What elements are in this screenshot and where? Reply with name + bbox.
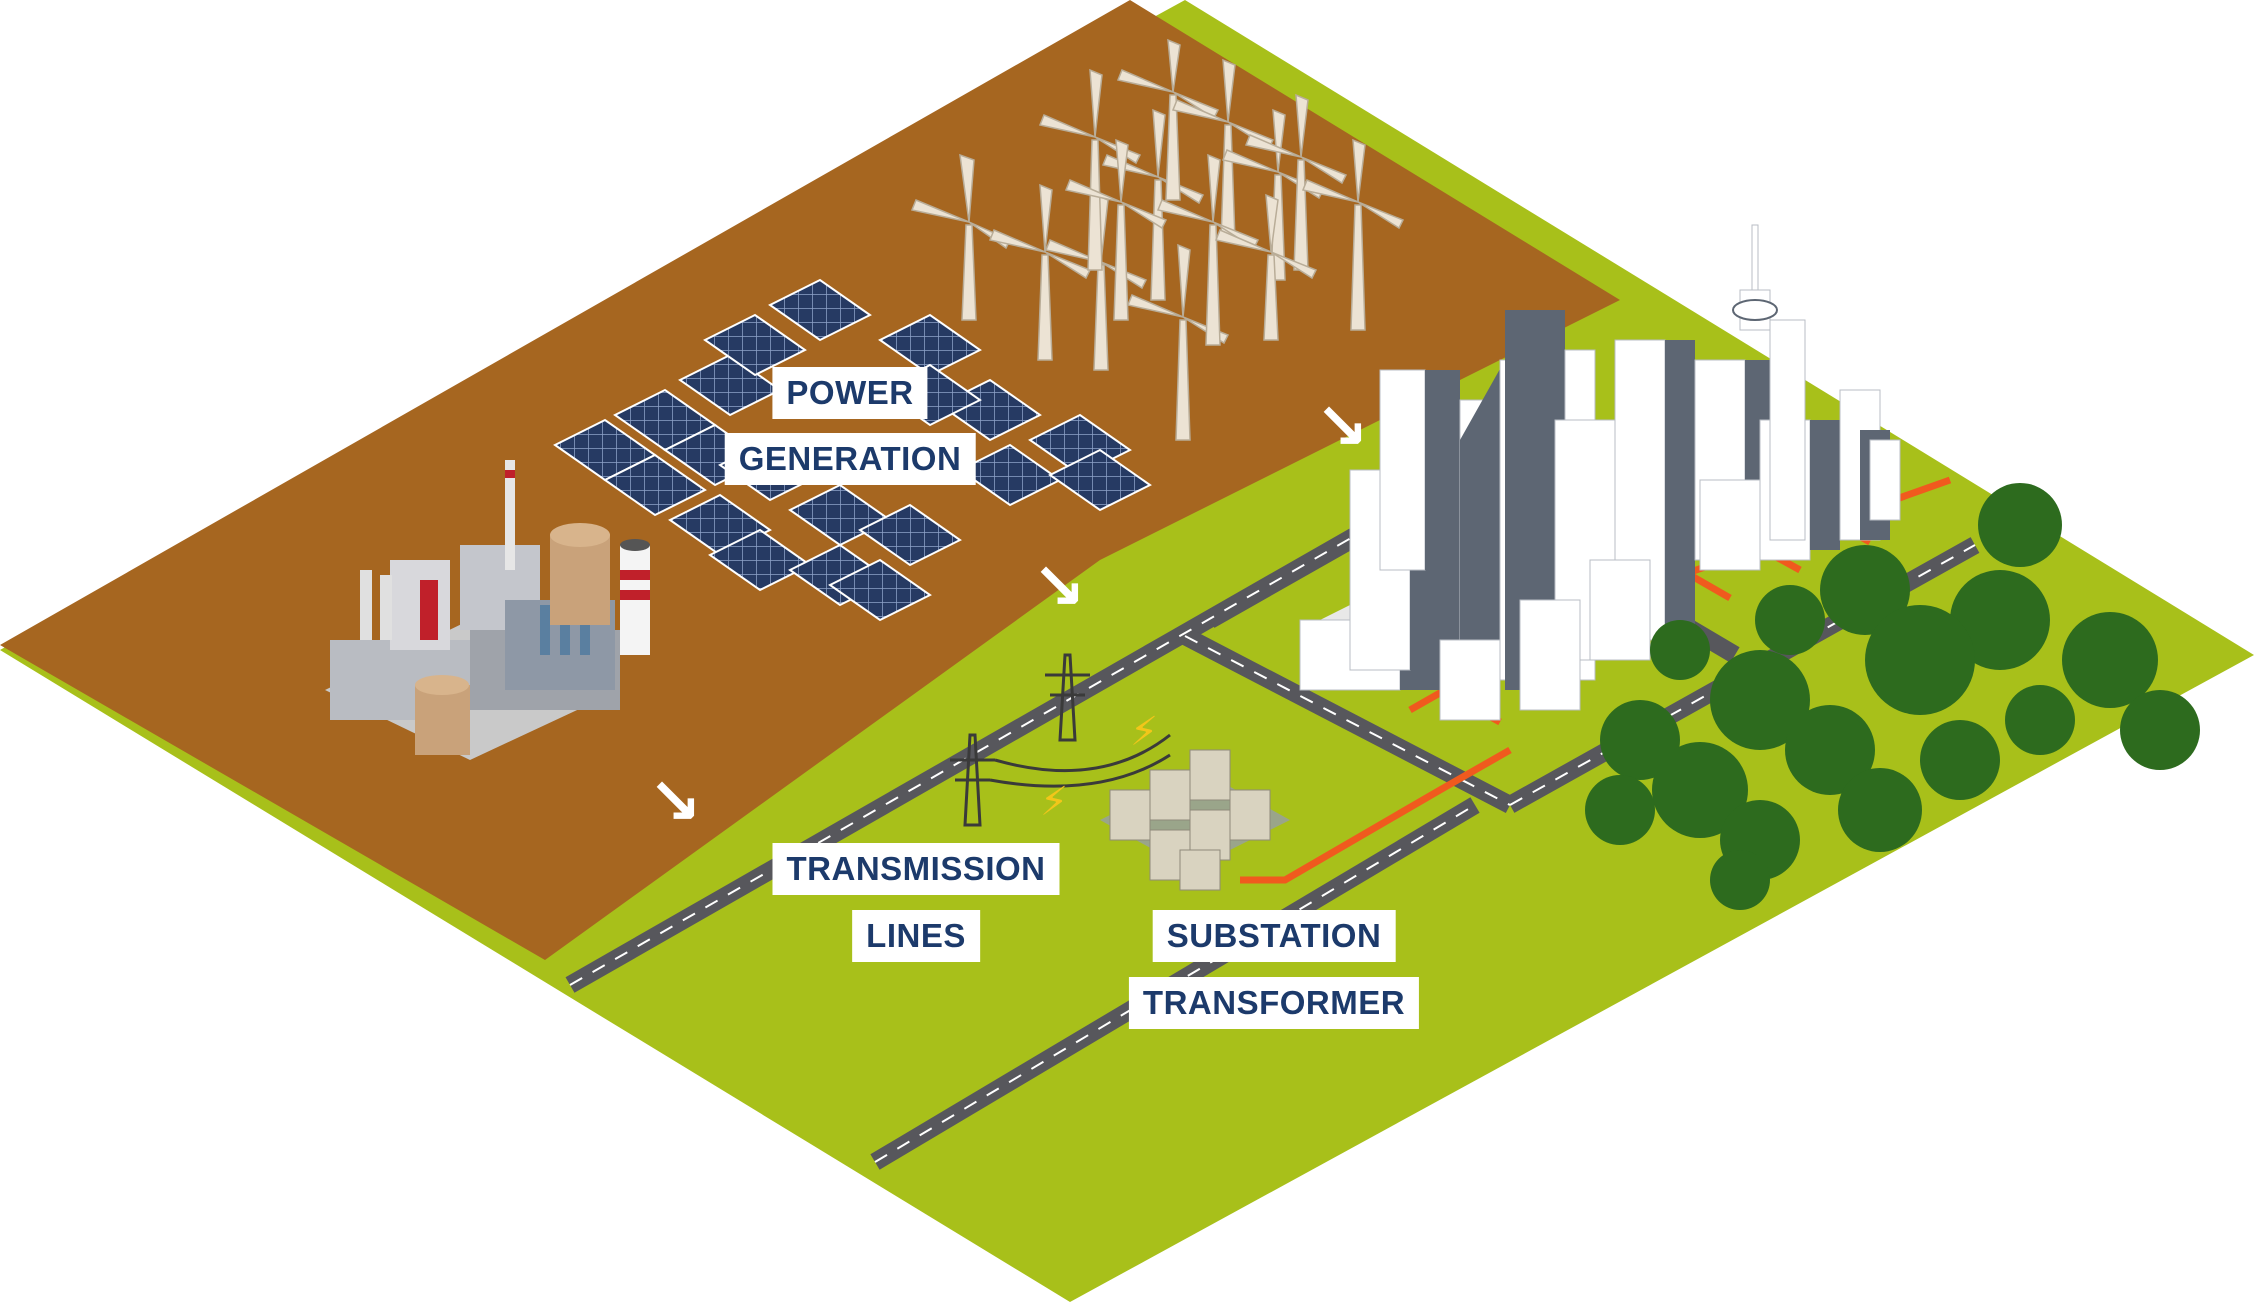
forest: [1585, 483, 2200, 910]
flow-arrow-icon: ↘: [648, 765, 702, 839]
power-generation-label-line2: GENERATION: [724, 433, 976, 485]
bolt-icon: ⚡: [1130, 710, 1158, 754]
bolt-icon: ⚡: [1040, 780, 1068, 824]
transmission-lines-label-line1: TRANSMISSION: [772, 843, 1060, 895]
substation-transformer-label-line1: SUBSTATION: [1152, 910, 1396, 962]
substation-transformer-label-line2: TRANSFORMER: [1128, 977, 1420, 1029]
flow-arrow-icon: ↘: [1315, 390, 1369, 464]
power-plant: [325, 460, 650, 760]
solar-farm: [553, 278, 1152, 622]
city: [1299, 224, 1901, 721]
transmission-towers: [950, 653, 1171, 827]
substation: [1100, 749, 1290, 891]
transmission-lines-label-line2: LINES: [852, 910, 980, 962]
wind-farm: [910, 38, 1405, 441]
bolt-icons: ⚡ ⚡: [1040, 710, 1158, 824]
power-generation-label-line1: POWER: [772, 367, 928, 419]
flow-arrow-icon: ↘: [1032, 550, 1086, 624]
